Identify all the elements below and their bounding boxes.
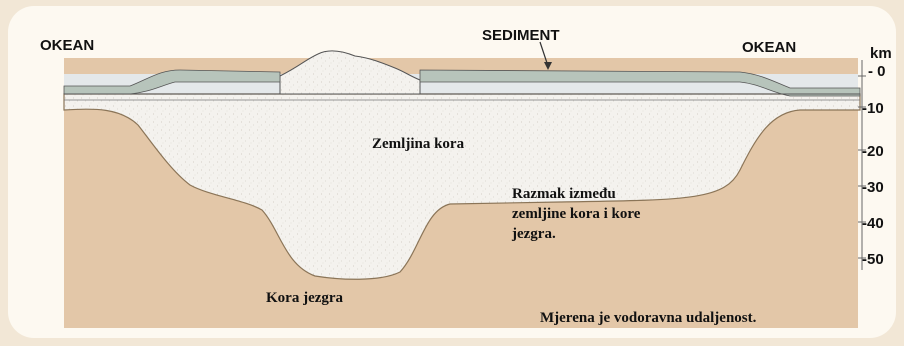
measurement-note: Mjerena je vodoravna udaljenost.	[540, 310, 757, 326]
gap-label-line1: Razmak između	[512, 186, 616, 202]
core-crust-label: Kora jezgra	[266, 290, 344, 306]
crust-label: Zemljina kora	[372, 136, 465, 152]
sediment-label: SEDIMENT	[482, 27, 560, 44]
gap-label-line2: zemljine kora i kore	[512, 206, 641, 222]
ocean-left-label: OKEAN	[40, 37, 94, 54]
continent-landmass	[280, 51, 420, 94]
depth-tick-label: -10	[862, 100, 884, 117]
depth-tick-label: -40	[862, 215, 884, 232]
depth-tick-label: -20	[862, 143, 884, 160]
ocean-right-label: OKEAN	[742, 39, 796, 56]
depth-tick-label: -50	[862, 251, 884, 268]
depth-tick-label: - 0	[868, 63, 886, 80]
depth-unit-label: km	[870, 45, 892, 62]
gap-label-line3: jezgra.	[511, 226, 556, 242]
depth-tick-label: -30	[862, 179, 884, 196]
